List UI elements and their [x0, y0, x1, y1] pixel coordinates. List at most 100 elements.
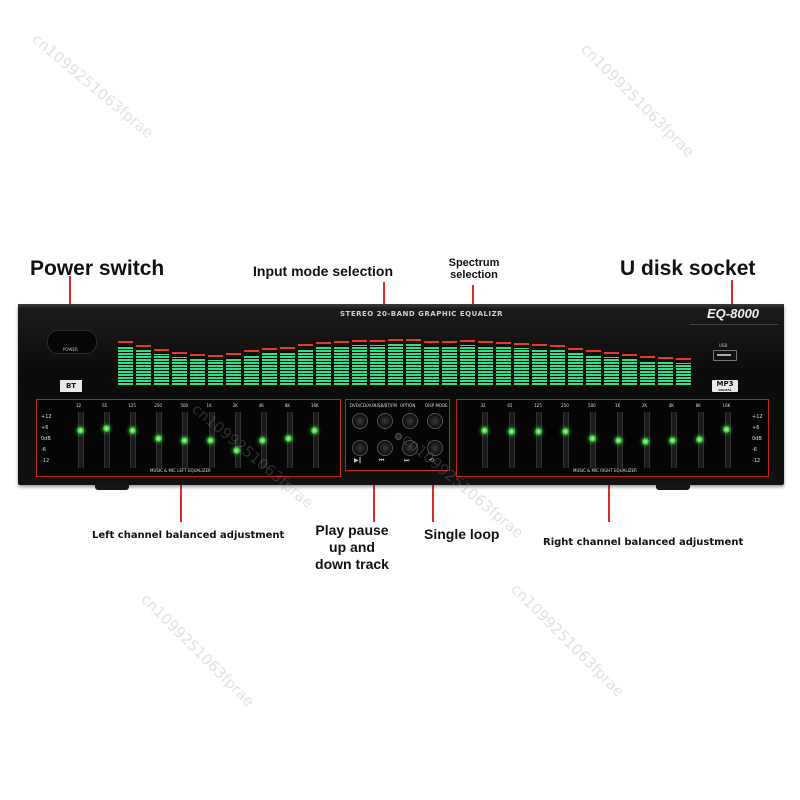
right-eq-frequency-label: 500	[588, 403, 596, 408]
right-eq-slider-knob[interactable]	[507, 428, 515, 435]
model-underline	[690, 324, 778, 325]
left-eq-slider-track[interactable]	[312, 412, 319, 468]
right-eq-slider-track[interactable]	[536, 412, 543, 468]
spectrum-peak	[406, 339, 421, 341]
left-eq-slider-knob[interactable]	[128, 427, 136, 434]
spectrum-peak	[550, 345, 565, 347]
control-mode-label: USB/BT/FM	[375, 403, 397, 408]
mode-select-button[interactable]	[402, 413, 418, 429]
single-loop-label: Single loop	[424, 526, 500, 542]
mp3-logo-subtext: DIGITAL	[718, 388, 732, 392]
spectrum-peak	[442, 341, 457, 343]
left-equalizer-caption: MUSIC & MIC LEFT EQUALIZER	[150, 468, 211, 473]
mode-select-button[interactable]	[377, 413, 393, 429]
spectrum-peak	[226, 353, 241, 355]
left-eq-slider-knob[interactable]	[285, 434, 293, 442]
previous-track-button[interactable]	[377, 440, 393, 456]
left-eq-slider-track[interactable]	[78, 412, 85, 468]
spectrum-peak	[388, 339, 403, 341]
spectrum-peak	[370, 340, 385, 342]
left-eq-frequency-label: 4K	[258, 403, 264, 408]
watermark: cn1099251063fprae	[577, 40, 698, 161]
spectrum-bar	[442, 341, 457, 385]
right-eq-slider-knob[interactable]	[588, 434, 596, 442]
right-equalizer-caption: MUSIC & MIC RIGHT EQUALIZER	[573, 468, 637, 473]
spectrum-peak	[208, 355, 223, 357]
right-eq-slider-track[interactable]	[509, 412, 516, 468]
spectrum-bar	[208, 355, 223, 385]
spectrum-bar	[604, 352, 619, 385]
loop-button[interactable]	[427, 440, 443, 456]
spectrum-bar	[532, 344, 547, 385]
spectrum-peak	[460, 340, 475, 342]
power-button-label: POWER	[63, 347, 78, 352]
spectrum-peak	[190, 354, 205, 356]
spectrum-bar	[406, 339, 421, 385]
spectrum-bar	[568, 348, 583, 385]
left-eq-slider-knob[interactable]	[180, 437, 188, 444]
device-top-strip	[18, 304, 784, 310]
left-eq-slider-knob[interactable]	[259, 437, 267, 444]
right-eq-slider-knob[interactable]	[534, 428, 542, 435]
spectrum-bar	[640, 356, 655, 385]
spectrum-selection-text: Spectrum selection	[448, 257, 500, 281]
left-eq-slider-knob[interactable]	[207, 437, 215, 444]
right-eq-slider-knob[interactable]	[615, 437, 623, 444]
spectrum-bar	[622, 354, 637, 385]
mode-select-button[interactable]	[427, 413, 443, 429]
right-eq-frequency-label: 1K	[614, 403, 621, 408]
spectrum-peak	[424, 341, 439, 343]
spectrum-bar	[352, 340, 367, 385]
spectrum-bar	[424, 341, 439, 385]
control-mode-label: DVD/CD/AUX	[350, 403, 376, 408]
play-pause-label: Play pause up and down track	[302, 522, 402, 573]
play-pause-button[interactable]	[352, 440, 368, 456]
spectrum-bar	[190, 354, 205, 385]
right-eq-slider-knob[interactable]	[480, 427, 488, 434]
left-eq-frequency-label: 125	[128, 403, 136, 408]
spectrum-bar	[586, 350, 601, 385]
right-eq-slider-knob[interactable]	[696, 436, 704, 443]
next-track-button[interactable]	[402, 440, 418, 456]
power-button[interactable]	[47, 330, 97, 354]
right-eq-slider-track[interactable]	[724, 412, 731, 468]
spectrum-bar	[658, 357, 673, 385]
right-eq-slider-knob[interactable]	[642, 438, 650, 445]
right-eq-slider-knob[interactable]	[561, 428, 569, 435]
left-eq-scale-label: -6	[41, 447, 46, 453]
usb-port[interactable]	[713, 350, 737, 361]
right-eq-scale-label: +12	[752, 414, 763, 420]
watermark: cn1099251063fprae	[507, 580, 628, 701]
left-eq-slider-knob[interactable]	[233, 447, 241, 454]
left-eq-slider-knob[interactable]	[102, 424, 110, 432]
right-eq-scale-label: +6	[752, 425, 760, 431]
spectrum-peak	[334, 341, 349, 343]
right-eq-slider-track[interactable]	[482, 412, 489, 468]
spectrum-bar	[244, 350, 259, 385]
play-pause-text: Play pause up and down track	[315, 522, 389, 572]
mode-select-button[interactable]	[352, 413, 368, 429]
right-eq-slider-knob[interactable]	[669, 437, 677, 444]
spectrum-peak	[514, 343, 529, 345]
spectrum-peak	[496, 342, 511, 344]
left-eq-slider-knob[interactable]	[311, 427, 319, 434]
left-eq-slider-knob[interactable]	[76, 427, 84, 434]
right-eq-slider-track[interactable]	[563, 412, 570, 468]
spectrum-bar	[280, 347, 295, 385]
right-eq-slider-knob[interactable]	[723, 426, 731, 433]
spectrum-bar	[388, 339, 403, 385]
left-eq-slider-track[interactable]	[104, 412, 111, 468]
spectrum-bar	[136, 345, 151, 385]
status-led	[395, 433, 402, 440]
left-eq-scale-label: 0dB	[41, 436, 51, 442]
left-eq-slider-track[interactable]	[234, 412, 241, 468]
previous-track-icon: ⏮	[379, 457, 385, 464]
left-eq-slider-knob[interactable]	[154, 434, 162, 442]
device-title: STEREO 20-BAND GRAPHIC EQUALIZR	[340, 310, 504, 318]
left-eq-slider-track[interactable]	[130, 412, 137, 468]
spectrum-peak	[640, 356, 655, 358]
spectrum-peak	[532, 344, 547, 346]
spectrum-peak	[586, 350, 601, 352]
right-eq-frequency-label: 16K	[722, 403, 731, 408]
model-number: EQ-8000	[707, 306, 760, 321]
